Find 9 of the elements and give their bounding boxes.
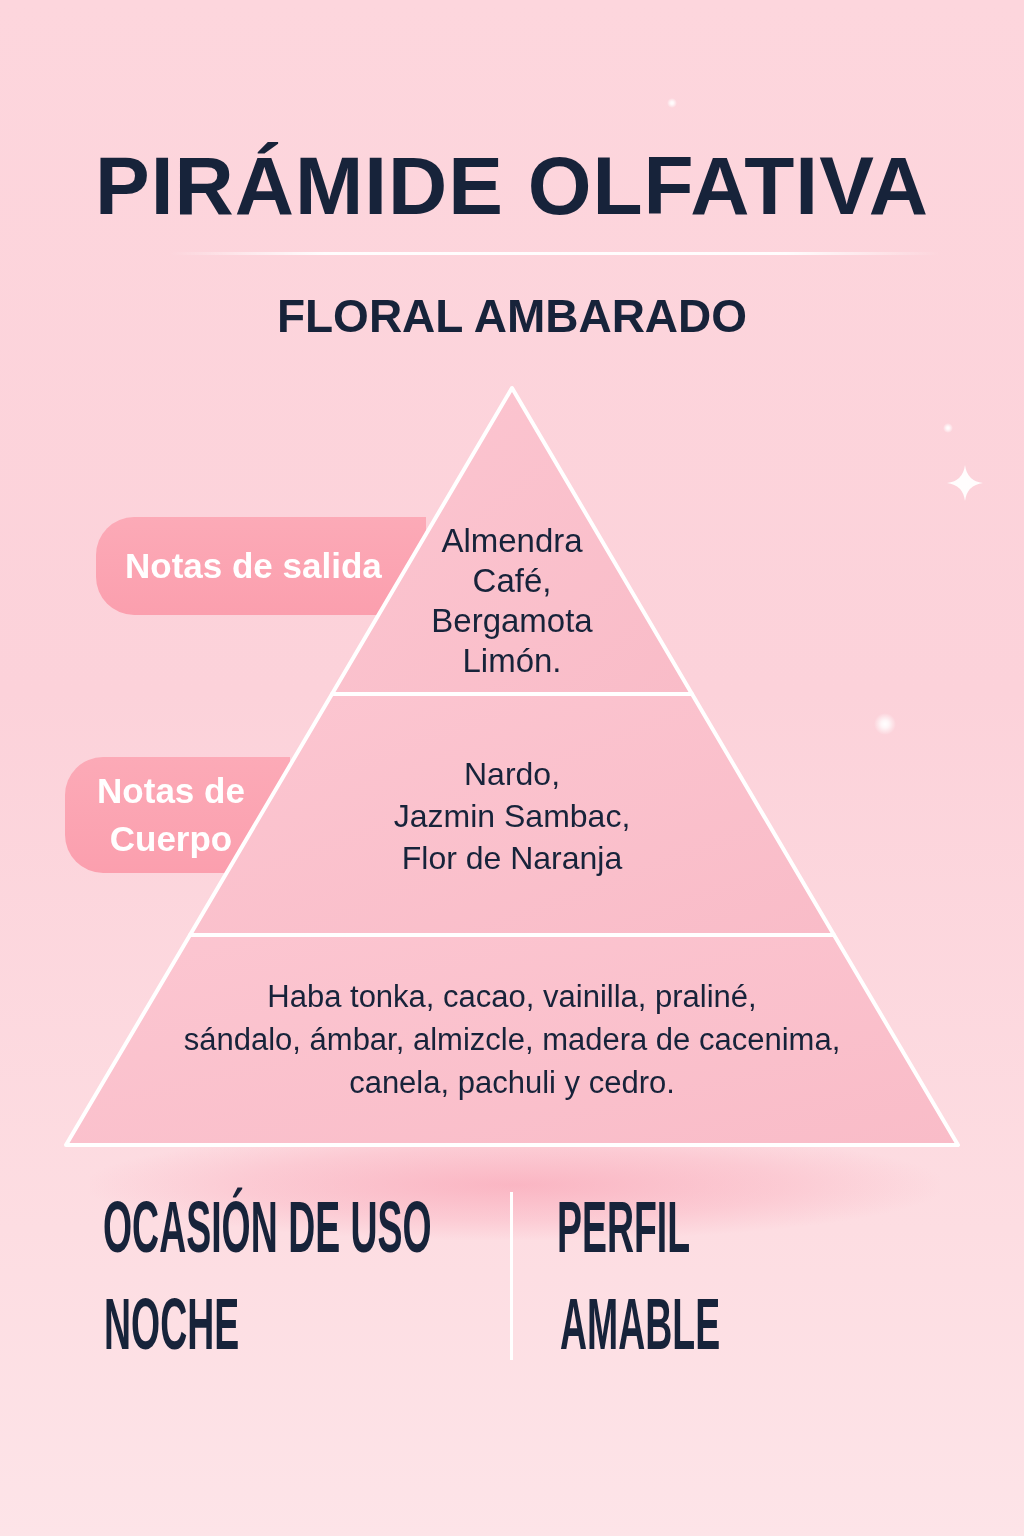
notes-text: Almendra Café, Bergamota Limón. <box>431 521 593 681</box>
value-text: NOCHE <box>104 1288 240 1360</box>
notes-tag: Notas de salida <box>96 517 426 615</box>
subtitle: FLORAL AMBARADO <box>276 293 748 339</box>
notes-text: Nardo, Jazmin Sambac, Flor de Naranja <box>393 755 631 878</box>
notes-text: Haba tonka, cacao, vainilla, praliné, sándalo, ámbar, almizcle, madera de cacenima, canela, pachuli y cedro. <box>183 978 841 1102</box>
value-text: AMABLE <box>560 1288 721 1360</box>
section-heading: PERFIL <box>557 1191 691 1263</box>
pyramid-tier <box>66 935 958 1145</box>
